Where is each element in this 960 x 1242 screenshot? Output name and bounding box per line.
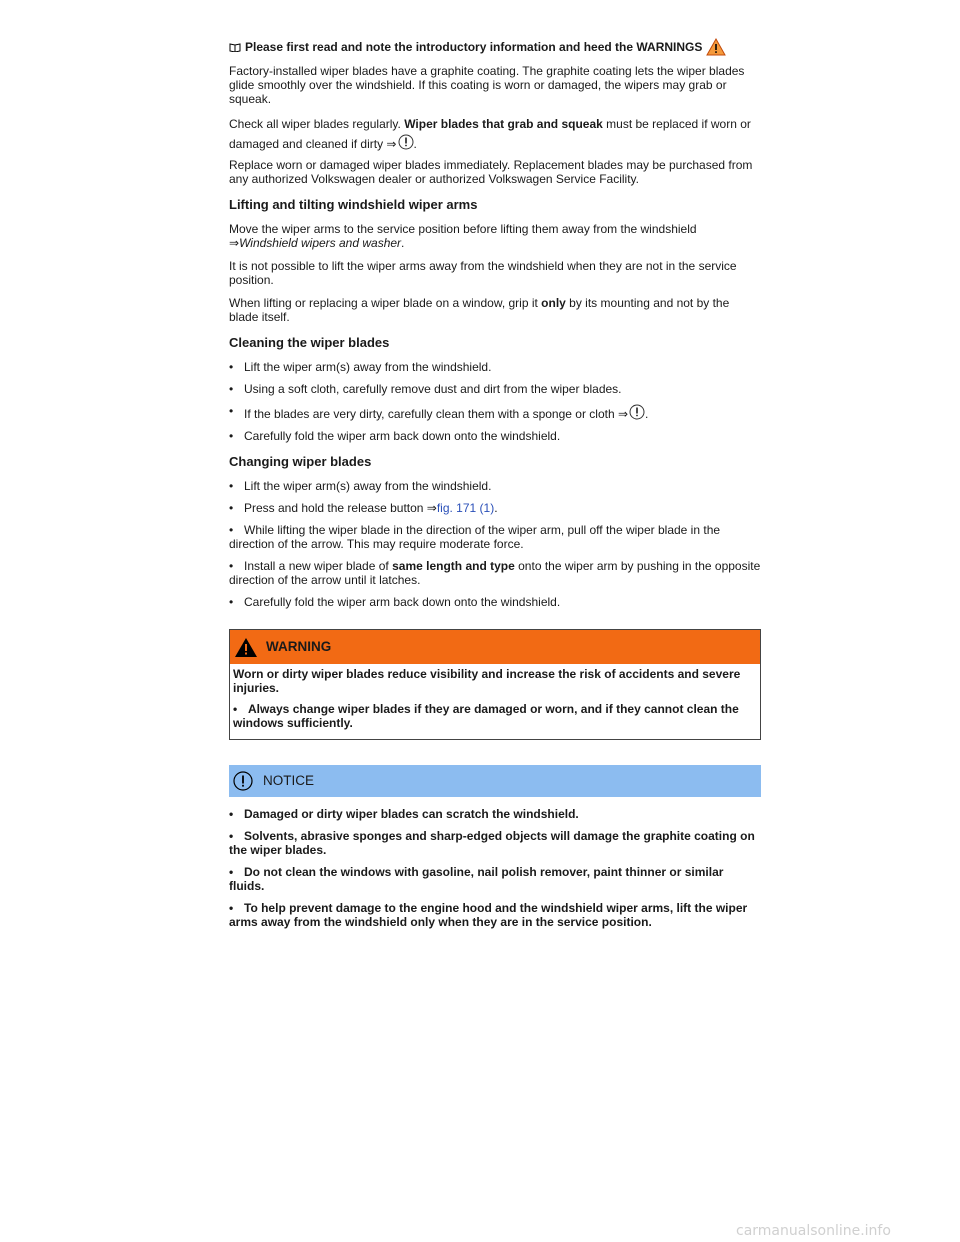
section-heading-lifting: Lifting and tilting windshield wiper arm… [229, 197, 478, 212]
watermark: carmanualsonline.info [736, 1223, 891, 1239]
notice-icon [233, 771, 253, 791]
warning-bullet: •Always change wiper blades if they are … [233, 702, 739, 730]
book-icon [229, 43, 241, 52]
fig-171-link[interactable]: fig. 171 (1) [436, 501, 495, 515]
list-item: •Carefully fold the wiper arm back down … [229, 595, 561, 609]
list-item: •Do not clean the windows with gasoline,… [229, 865, 724, 893]
warning-title: WARNING [266, 639, 332, 654]
warning-body: Worn or dirty wiper blades reduce visibi… [230, 664, 760, 739]
list-item: •Press and hold the release button ⇒fig.… [229, 501, 498, 515]
warning-header: WARNING [230, 630, 760, 664]
windshield-wipers-link[interactable]: Windshield wipers and washer [239, 236, 402, 250]
warning-triangle-icon [706, 38, 727, 56]
replace-paragraph: Replace worn or damaged wiper blades imm… [229, 158, 753, 186]
intro-text: Please first read and note the introduct… [245, 40, 703, 54]
lift-paragraph-2: It is not possible to lift the wiper arm… [229, 259, 737, 287]
manual-page: Please first read and note the introduct… [229, 38, 761, 937]
section-heading-changing: Changing wiper blades [229, 454, 372, 469]
warning-box: WARNING Worn or dirty wiper blades reduc… [229, 629, 761, 740]
check-paragraph: Check all wiper blades regularly. Wiper … [229, 117, 751, 151]
notice-body: •Damaged or dirty wiper blades can scrat… [229, 797, 761, 929]
list-item: •Install a new wiper blade of same lengt… [229, 559, 761, 587]
section-heading-cleaning: Cleaning the wiper blades [229, 335, 390, 350]
notice-icon[interactable] [629, 404, 645, 420]
warning-triangle-icon [235, 637, 257, 657]
list-item: •Solvents, abrasive sponges and sharp-ed… [229, 829, 755, 857]
list-item: •To help prevent damage to the engine ho… [229, 901, 748, 929]
notice-box: NOTICE •Damaged or dirty wiper blades ca… [229, 765, 761, 929]
list-item: •Using a soft cloth, carefully remove du… [229, 382, 622, 396]
coating-paragraph: Factory-installed wiper blades have a gr… [229, 64, 745, 106]
notice-icon[interactable] [398, 134, 414, 150]
intro-line: Please first read and note the introduct… [229, 38, 761, 56]
list-item: •Lift the wiper arm(s) away from the win… [229, 360, 492, 374]
notice-header: NOTICE [229, 765, 761, 797]
list-item: •Carefully fold the wiper arm back down … [229, 429, 561, 443]
lift-paragraph-3: When lifting or replacing a wiper blade … [229, 296, 730, 324]
list-item: •If the blades are very dirty, carefully… [229, 404, 649, 421]
list-item: •Damaged or dirty wiper blades can scrat… [229, 807, 579, 821]
list-item: •Lift the wiper arm(s) away from the win… [229, 479, 492, 493]
grab-squeak-bold: Wiper blades that grab and squeak [404, 117, 603, 131]
notice-title: NOTICE [263, 773, 315, 788]
warning-text: Worn or dirty wiper blades reduce visibi… [233, 667, 741, 695]
lift-paragraph-1: Move the wiper arms to the service posit… [229, 222, 697, 250]
list-item: •While lifting the wiper blade in the di… [229, 523, 721, 551]
